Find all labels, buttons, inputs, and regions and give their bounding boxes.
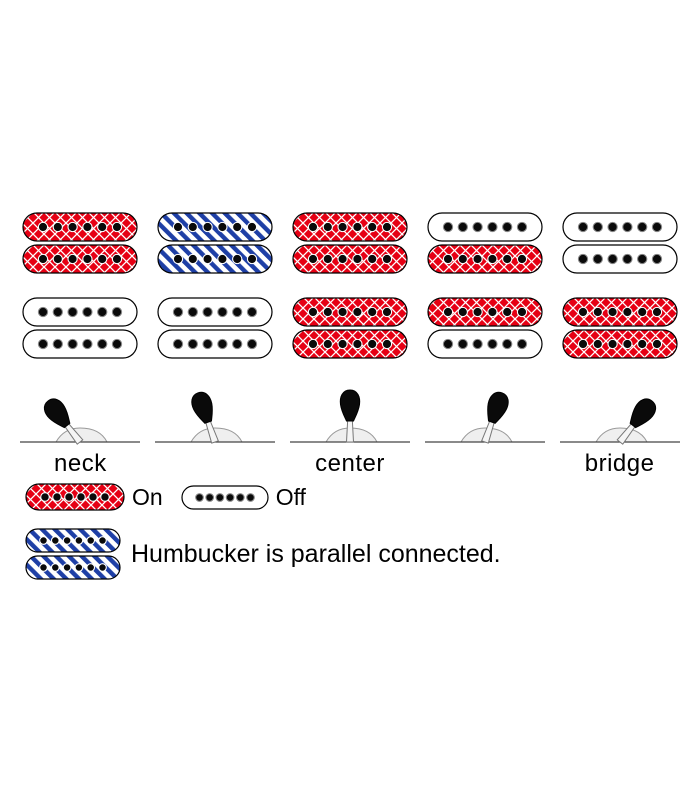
legend-parallel-row: Humbucker is parallel connected. bbox=[25, 528, 501, 580]
selector-lever bbox=[559, 398, 680, 445]
selector-lever bbox=[20, 398, 141, 445]
legend-on-label: On bbox=[132, 483, 163, 510]
neck-pickup bbox=[22, 212, 138, 274]
bridge-pickup bbox=[22, 297, 138, 359]
switch-position-1: neck bbox=[13, 212, 148, 480]
switch-position-3: center bbox=[283, 212, 418, 480]
single-coil-off bbox=[181, 484, 269, 510]
legend-off-label: Off bbox=[275, 483, 306, 510]
neck-pickup bbox=[561, 212, 678, 274]
humbucker-parallel bbox=[25, 528, 121, 580]
humbucker-parallel-swatch bbox=[25, 528, 121, 580]
position-label: center bbox=[315, 450, 385, 477]
switch-position-4 bbox=[417, 212, 552, 480]
switch-position-2 bbox=[148, 212, 283, 480]
selector-lever bbox=[289, 389, 410, 443]
bridge-pickup bbox=[427, 297, 543, 359]
bridge-pickup bbox=[157, 297, 273, 359]
switch-position-5: bridge bbox=[552, 212, 687, 480]
single-coil-on bbox=[25, 483, 125, 511]
neck-pickup bbox=[427, 212, 543, 274]
position-label: bridge bbox=[584, 450, 655, 477]
legend: On Off Humbucker is parallel connected. bbox=[25, 483, 501, 580]
pickup-off-swatch bbox=[181, 484, 269, 510]
neck-pickup bbox=[292, 212, 408, 274]
neck-pickup bbox=[157, 212, 273, 274]
parallel-note: Humbucker is parallel connected. bbox=[131, 539, 501, 568]
bridge-pickup bbox=[561, 297, 678, 359]
switch-positions-diagram: neck center bridge bbox=[13, 212, 687, 480]
bridge-pickup bbox=[292, 297, 408, 359]
selector-lever bbox=[155, 391, 276, 444]
selector-lever bbox=[424, 391, 545, 444]
pickup-on-swatch bbox=[25, 483, 125, 511]
position-label: neck bbox=[54, 450, 107, 477]
legend-on-off-row: On Off bbox=[25, 483, 501, 511]
